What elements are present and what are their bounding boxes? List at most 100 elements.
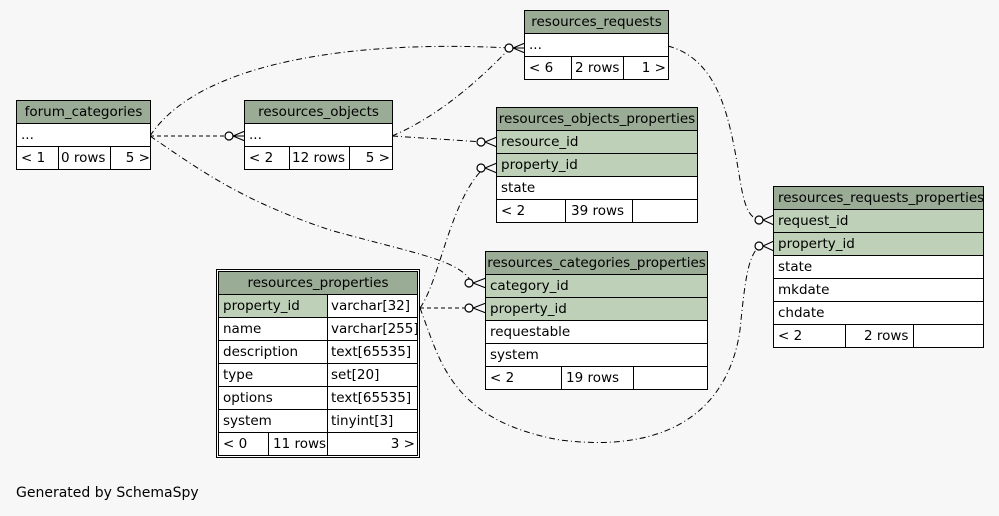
column-type: text[65535] — [331, 390, 412, 406]
table-row: system tinyint[3] — [219, 410, 417, 433]
parents-count: < 0 — [223, 436, 248, 452]
crowsfoot-circle — [224, 131, 234, 141]
column-name: property_id — [223, 298, 300, 314]
column-name: system — [490, 347, 539, 363]
column-name: ... — [21, 127, 34, 143]
table-row: property_id varchar[32] — [219, 295, 417, 318]
column-name: ... — [529, 37, 542, 53]
parents-count: < 1 — [21, 150, 46, 166]
table-title: resources_categories_properties — [486, 252, 707, 275]
table-footer: < 2 19 rows — [486, 367, 707, 389]
table-row: state — [774, 256, 983, 279]
row-count: 2 rows — [575, 60, 620, 76]
table-row: request_id — [774, 210, 983, 233]
link-props-to-objprops — [419, 167, 485, 309]
link-requests-to-reqprops — [667, 45, 761, 221]
table-resources-requests[interactable]: resources_requests ... < 6 2 rows 1 > — [524, 10, 669, 80]
crowsfoot-circle — [754, 215, 764, 225]
table-row: options text[65535] — [219, 387, 417, 410]
column-name: requestable — [490, 324, 571, 340]
table-title: forum_categories — [17, 101, 150, 124]
table-footer: < 1 0 rows 5 > — [17, 147, 150, 169]
table-resources-requests-properties[interactable]: resources_requests_properties request_id… — [773, 186, 984, 348]
table-resources-categories-properties[interactable]: resources_categories_properties category… — [485, 251, 708, 390]
column-name: state — [501, 180, 536, 196]
table-row: ... — [245, 124, 392, 147]
column-name: property_id — [501, 157, 578, 173]
crowsfoot-circle — [754, 241, 764, 251]
table-footer: < 2 12 rows 5 > — [245, 147, 392, 169]
table-row: system — [486, 344, 707, 367]
parents-count: < 2 — [249, 150, 274, 166]
link-objects-to-requests — [391, 47, 511, 137]
table-row: property_id — [497, 154, 697, 177]
crowsfoot-circle — [476, 163, 486, 173]
column-type: tinyint[3] — [331, 413, 394, 429]
table-row: state — [497, 177, 697, 200]
children-count: 5 > — [125, 150, 150, 166]
table-row: category_id — [486, 275, 707, 298]
table-row: name varchar[255] — [219, 318, 419, 341]
table-row: type set[20] — [219, 364, 417, 387]
table-title: resources_requests — [525, 11, 668, 34]
column-name: name — [223, 321, 262, 337]
column-type: varchar[255] — [331, 321, 419, 337]
table-title: resources_requests_properties — [774, 187, 984, 210]
children-count: 1 > — [641, 60, 666, 76]
table-footer: < 6 2 rows 1 > — [525, 57, 668, 79]
row-count: 0 rows — [61, 150, 106, 166]
column-name: property_id — [778, 236, 855, 252]
children-count: 3 > — [390, 436, 415, 452]
crowsfoot-circle — [476, 137, 486, 147]
column-name: request_id — [778, 213, 849, 229]
link-forum-to-categories-properties — [149, 135, 473, 284]
column-name: options — [223, 390, 273, 406]
table-forum-categories[interactable]: forum_categories ... < 1 0 rows 5 > — [16, 100, 151, 170]
table-title: resources_objects — [245, 101, 392, 124]
row-count: 11 rows — [273, 436, 327, 452]
link-forum-to-requests — [149, 45, 511, 137]
column-name: type — [223, 367, 254, 383]
table-row: ... — [17, 124, 150, 147]
column-name: resource_id — [501, 134, 579, 150]
column-name: system — [223, 413, 272, 429]
column-name: property_id — [490, 301, 567, 317]
column-name: mkdate — [778, 282, 830, 298]
link-props-to-reqprops — [419, 245, 761, 443]
column-name: ... — [249, 127, 262, 143]
crowsfoot-circle — [464, 278, 474, 288]
table-footer: < 0 11 rows 3 > — [219, 433, 417, 455]
table-row: property_id — [486, 298, 707, 321]
column-name: description — [223, 344, 299, 360]
table-resources-properties[interactable]: resources_properties property_id varchar… — [216, 269, 420, 458]
column-type: set[20] — [331, 367, 380, 383]
column-name: state — [778, 259, 813, 275]
column-name: category_id — [490, 278, 569, 294]
column-type: text[65535] — [331, 344, 412, 360]
parents-count: < 2 — [778, 328, 803, 344]
table-resources-objects[interactable]: resources_objects ... < 2 12 rows 5 > — [244, 100, 393, 170]
column-name: chdate — [778, 305, 825, 321]
table-resources-objects-properties[interactable]: resources_objects_properties resource_id… — [496, 107, 698, 223]
table-title: resources_properties — [219, 272, 417, 295]
table-row: chdate — [774, 302, 983, 325]
row-count: 12 rows — [292, 150, 346, 166]
row-count: 19 rows — [566, 370, 620, 386]
row-count: 39 rows — [571, 203, 625, 219]
table-row: ... — [525, 34, 668, 57]
parents-count: < 2 — [501, 203, 526, 219]
column-type: varchar[32] — [331, 298, 411, 314]
row-count: 2 rows — [864, 328, 909, 344]
crowsfoot-circle — [464, 303, 474, 313]
table-footer: < 2 39 rows — [497, 200, 697, 222]
crowsfoot-circle — [504, 43, 514, 53]
parents-count: < 6 — [529, 60, 554, 76]
children-count: 5 > — [365, 150, 390, 166]
generated-by-label: Generated by SchemaSpy — [16, 485, 199, 501]
table-row: resource_id — [497, 131, 697, 154]
link-objects-to-objprops — [391, 135, 485, 143]
table-row: description text[65535] — [219, 341, 417, 364]
table-footer: < 2 2 rows — [774, 325, 983, 347]
table-title: resources_objects_properties — [497, 108, 697, 131]
